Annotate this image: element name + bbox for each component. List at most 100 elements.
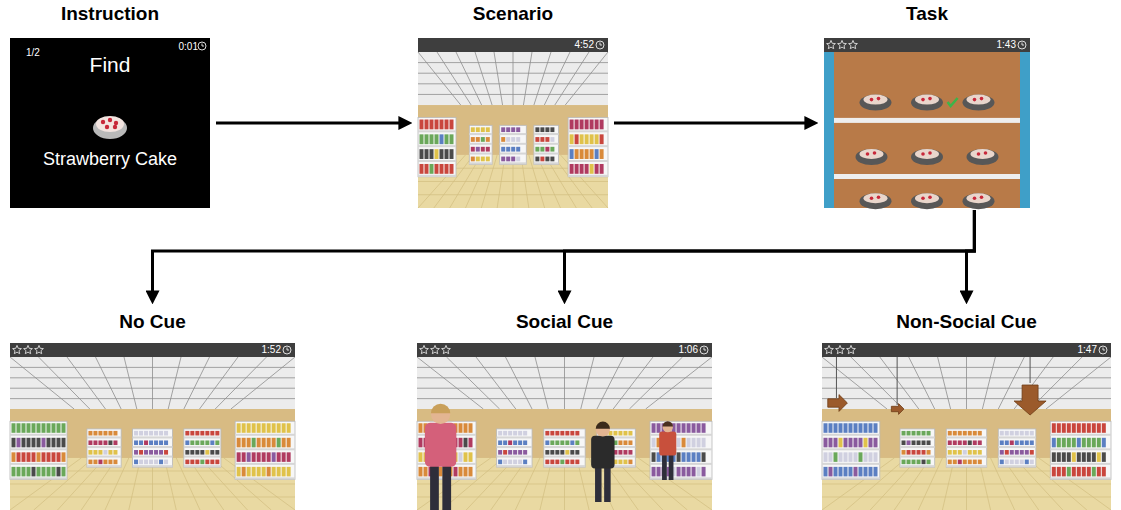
product-item (902, 460, 906, 465)
ceiling-grid (851, 357, 903, 409)
product-item (486, 157, 490, 162)
product-item (1087, 423, 1091, 433)
product-item (506, 157, 510, 162)
product-item (108, 450, 112, 455)
product-item (545, 127, 549, 132)
shelf-board (500, 153, 527, 155)
product-item (829, 423, 833, 433)
ceiling-grid (966, 357, 967, 409)
product-item (506, 137, 510, 142)
strawberry (870, 196, 874, 200)
product-item (623, 440, 627, 445)
product-item (498, 460, 502, 465)
strawberry (101, 120, 105, 124)
product-item (1062, 423, 1066, 433)
ceiling-grid (1046, 357, 1111, 409)
product-item (692, 452, 696, 462)
product-item (205, 431, 209, 436)
product-item (503, 440, 507, 445)
floor-tile (417, 496, 712, 497)
product-item (445, 164, 449, 174)
product-item (200, 431, 204, 436)
product-item (692, 423, 696, 433)
cake-top (915, 149, 939, 159)
shelf-back (824, 38, 1030, 208)
product-item (864, 438, 868, 448)
product-item (469, 438, 473, 448)
product-item (469, 452, 473, 462)
product-item (677, 467, 681, 477)
product-item (948, 431, 952, 436)
product-item (32, 452, 36, 462)
ceiling-grid (475, 52, 492, 105)
shelf-unit (1050, 421, 1111, 479)
product-item (849, 438, 853, 448)
product-item (595, 120, 599, 130)
shelf-board (10, 477, 67, 479)
product-item (535, 147, 539, 152)
product-item (419, 438, 423, 448)
product-item (425, 149, 429, 159)
clock-icon (596, 41, 604, 49)
product-item (88, 460, 92, 465)
shelf-board (497, 456, 532, 458)
product-item (22, 467, 26, 477)
panel-heading: Instruction (10, 2, 210, 26)
product-item (47, 467, 51, 477)
product-item (113, 431, 117, 436)
shelf-board (418, 145, 456, 147)
timer-text: 1:06 (679, 343, 698, 356)
shelf-board (568, 145, 608, 147)
product-item (550, 440, 554, 445)
product-item (973, 450, 977, 455)
product-item (570, 149, 574, 159)
product-item (1015, 440, 1019, 445)
product-item (1052, 438, 1056, 448)
product-item (1082, 438, 1086, 448)
strawberry (873, 151, 877, 155)
star-icon (836, 345, 845, 353)
strawberry (921, 196, 925, 200)
product-item (486, 147, 490, 152)
product-item (1062, 467, 1066, 477)
product-item (205, 450, 209, 455)
product-item (277, 423, 281, 433)
ceiling-grid (535, 357, 548, 409)
product-item (535, 157, 539, 162)
product-item (440, 134, 444, 144)
product-item (600, 120, 604, 130)
product-item (585, 149, 589, 159)
product-item (42, 467, 46, 477)
status-bar (10, 343, 295, 357)
product-item (88, 450, 92, 455)
product-item (12, 423, 16, 433)
ceiling-grid (938, 357, 951, 409)
product-item (948, 450, 952, 455)
ceiling-grid (124, 357, 137, 409)
product-item (272, 467, 276, 477)
strawberry (114, 121, 118, 125)
product-item (481, 137, 485, 142)
product-item (272, 438, 276, 448)
product-item (93, 450, 97, 455)
product-item (27, 452, 31, 462)
product-item (185, 431, 189, 436)
product-item (154, 460, 158, 465)
product-item (550, 157, 554, 162)
product-item (600, 134, 604, 144)
product-item (1025, 450, 1029, 455)
product-item (1010, 440, 1014, 445)
floor-tile (822, 496, 1111, 497)
product-item (834, 467, 838, 477)
product-item (550, 450, 554, 455)
strawberry (973, 98, 977, 102)
product-item (1077, 452, 1081, 462)
shelf-unit (133, 429, 173, 467)
product-item (618, 450, 622, 455)
screen-text: Strawberry Cake (43, 148, 177, 171)
product-item (257, 467, 261, 477)
product-item (1057, 452, 1061, 462)
product-item (953, 460, 957, 465)
product-item (922, 460, 926, 465)
product-item (511, 157, 515, 162)
